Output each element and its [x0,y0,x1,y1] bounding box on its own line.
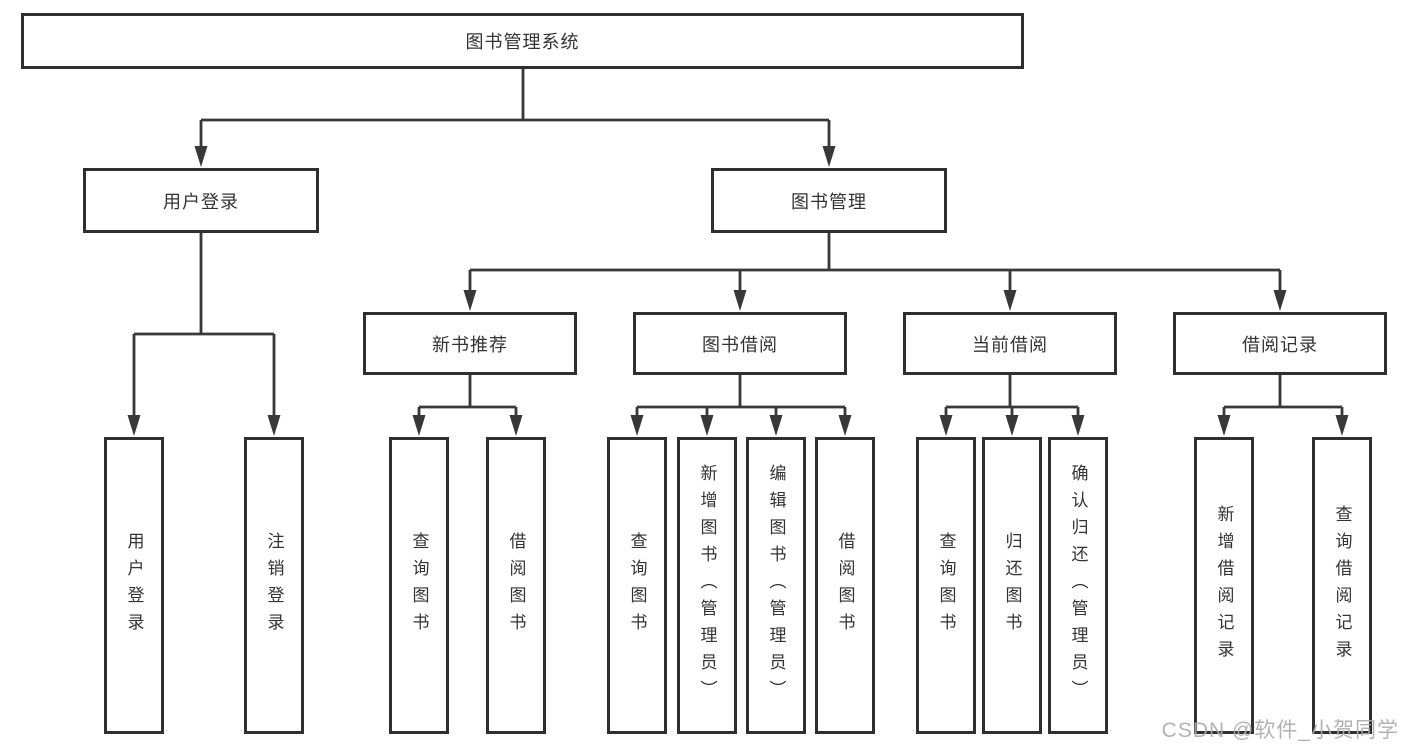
node-book-borrow-label: 图书借阅 [702,334,778,355]
leaf-query-book-recommend: 查询图书 [389,437,449,734]
node-new-book-recommend: 新书推荐 [363,312,577,375]
leaf-add-borrow-record: 新增借阅记录 [1194,437,1254,734]
node-borrow-records: 借阅记录 [1173,312,1387,375]
connector-newbook-group [417,375,518,428]
node-user-login: 用户登录 [83,168,319,233]
leaf-user-login-label: 用户登录 [124,531,144,640]
leaf-user-login: 用户登录 [104,437,164,734]
leaf-query-book-borrow: 查询图书 [607,437,667,734]
node-book-borrow: 图书借阅 [633,312,847,375]
node-book-management-label: 图书管理 [791,191,867,212]
node-book-management: 图书管理 [711,168,947,233]
leaf-logout: 注销登录 [244,437,304,734]
leaf-confirm-return-admin-label: 确认归还（管理员） [1068,464,1088,707]
leaf-add-book-admin: 新增图书（管理员） [677,437,737,734]
connector-userlogin-group [132,233,276,428]
leaf-borrow-book-recommend: 借阅图书 [486,437,546,734]
node-root-label: 图书管理系统 [465,32,580,52]
leaf-edit-book-admin-label: 编辑图书（管理员） [766,464,786,707]
leaf-query-book-borrow-label: 查询图书 [627,531,647,640]
connector-bookmgmt-to-level2 [468,233,1282,304]
leaf-query-borrow-record-label: 查询借阅记录 [1332,504,1352,667]
connector-records-group [1222,375,1344,428]
connector-currentborrow-group [944,375,1080,428]
leaf-query-book-current-label: 查询图书 [936,531,956,640]
connector-bookborrow-group [635,375,847,428]
node-new-book-recommend-label: 新书推荐 [432,334,508,355]
node-root: 图书管理系统 [21,13,1024,69]
leaf-add-book-admin-label: 新增图书（管理员） [697,464,717,707]
node-user-login-label: 用户登录 [163,191,239,212]
node-current-borrow: 当前借阅 [903,312,1117,375]
leaf-return-book-label: 归还图书 [1002,531,1022,640]
node-borrow-records-label: 借阅记录 [1242,334,1318,355]
leaf-confirm-return-admin: 确认归还（管理员） [1048,437,1108,734]
leaf-logout-label: 注销登录 [264,531,284,640]
node-current-borrow-label: 当前借阅 [972,334,1048,355]
connector-root-to-level1 [199,69,831,160]
leaf-edit-book-admin: 编辑图书（管理员） [746,437,806,734]
leaf-query-book-current: 查询图书 [916,437,976,734]
leaf-query-borrow-record: 查询借阅记录 [1312,437,1372,734]
leaf-borrow-book-recommend-label: 借阅图书 [506,531,526,640]
leaf-return-book: 归还图书 [982,437,1042,734]
csdn-watermark: CSDN @软件_小贺同学 [1161,719,1399,742]
leaf-borrow-book: 借阅图书 [815,437,875,734]
leaf-borrow-book-label: 借阅图书 [835,531,855,640]
leaf-query-book-recommend-label: 查询图书 [409,531,429,640]
leaf-add-borrow-record-label: 新增借阅记录 [1214,504,1234,667]
